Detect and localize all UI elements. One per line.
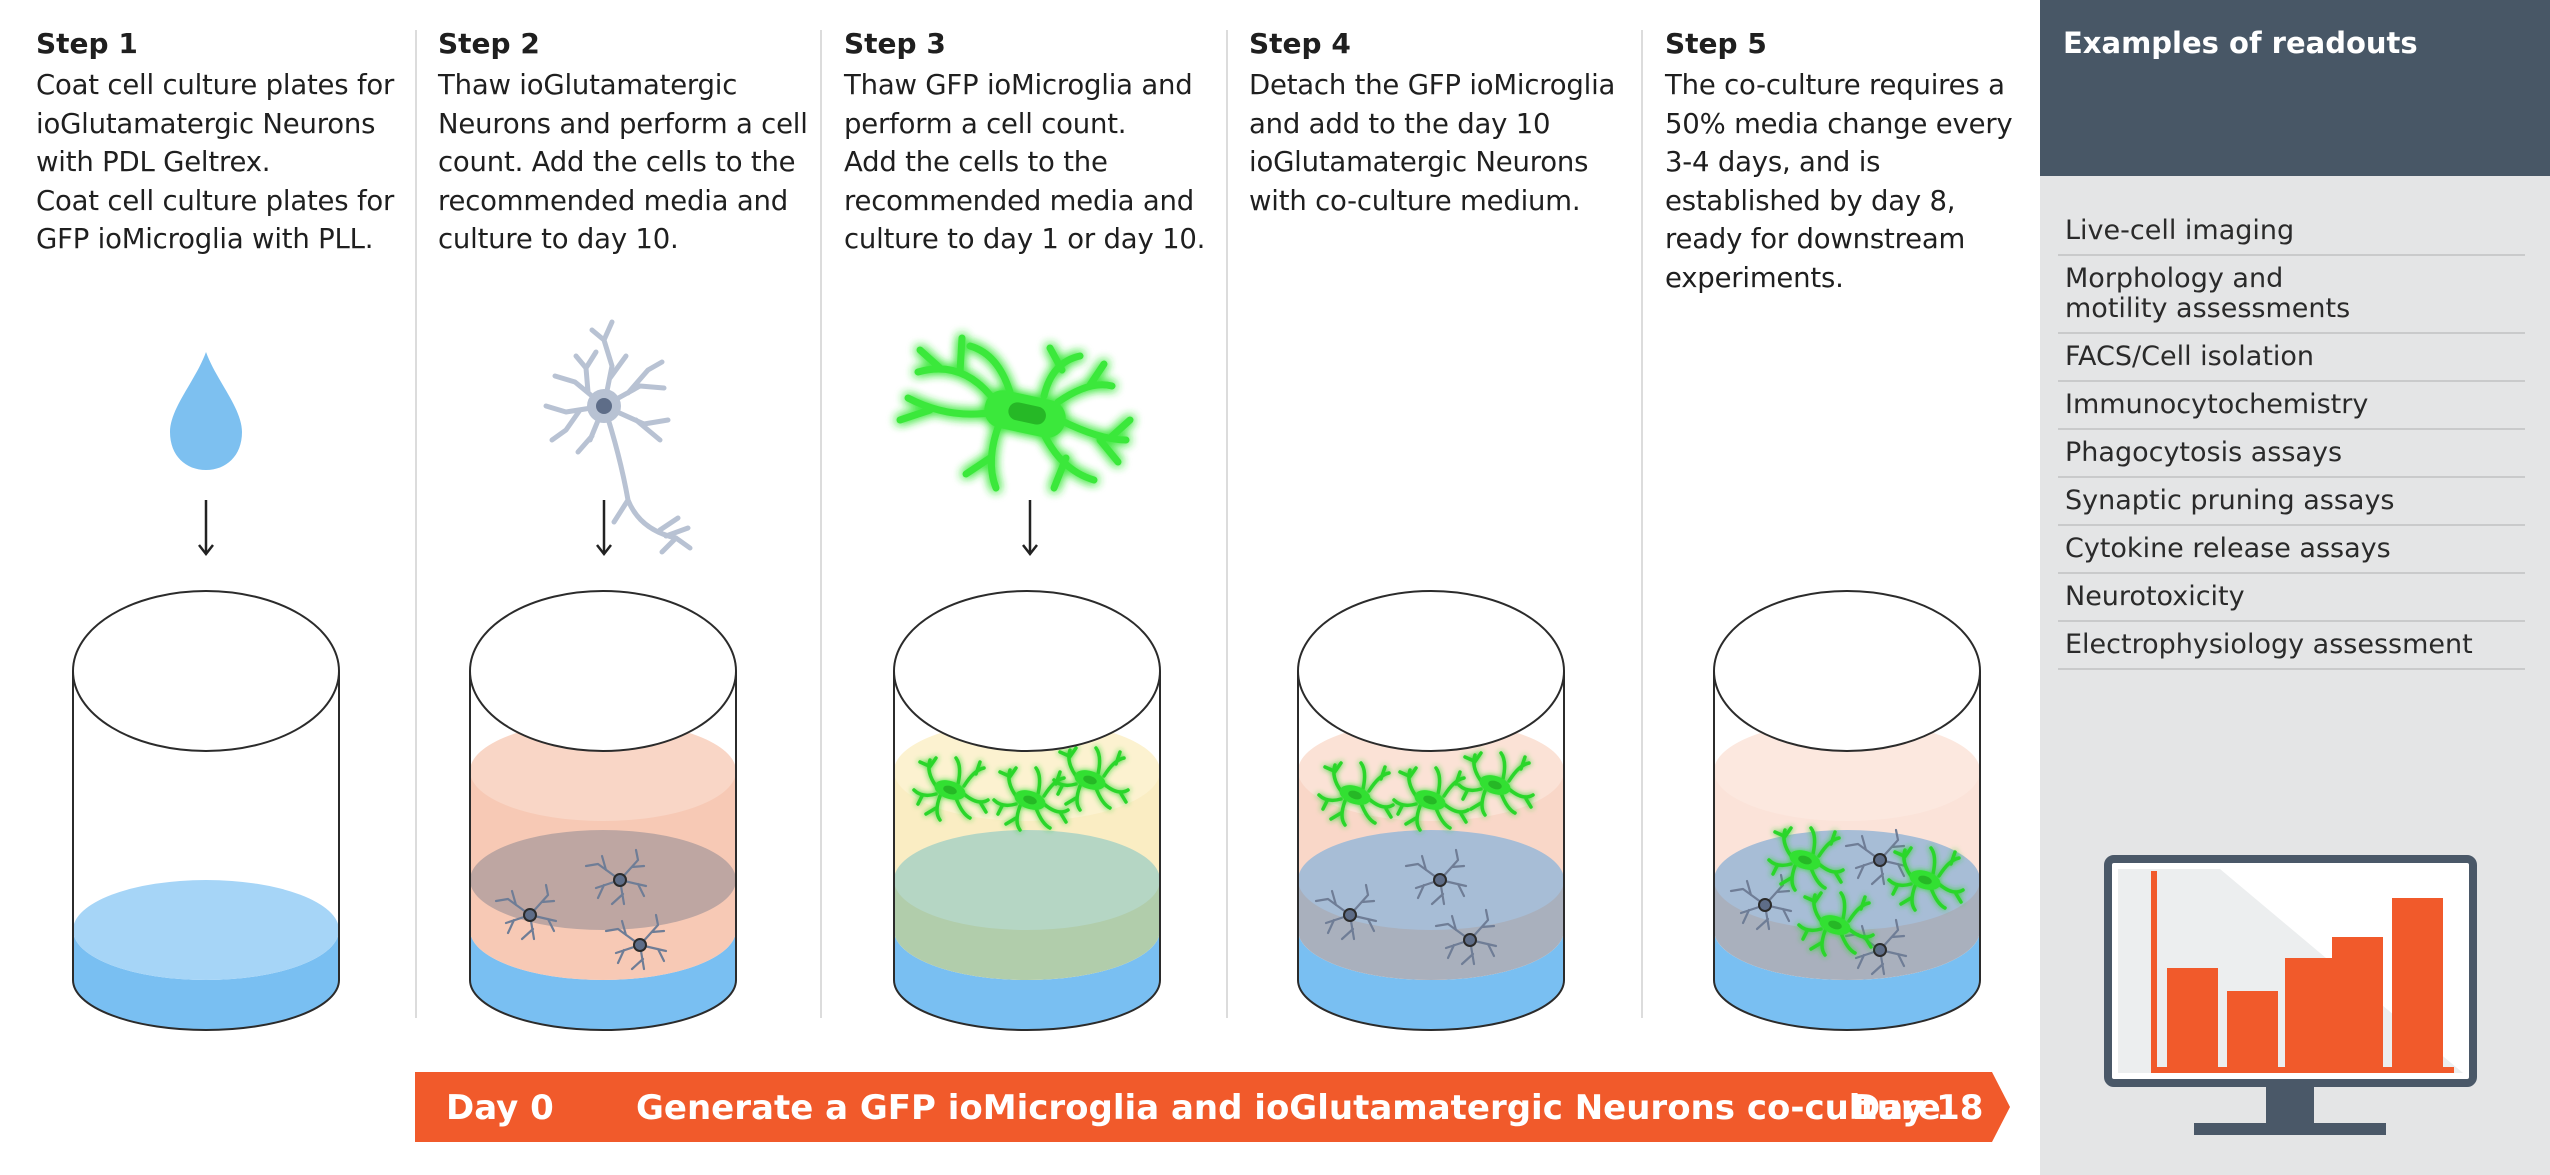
arrow-down-icon	[198, 500, 214, 557]
step-3: Step 3 Thaw GFP ioMicroglia and perform …	[844, 28, 1205, 259]
timeline-end: Day 18	[1852, 1088, 1984, 1128]
arrow-down-icon	[596, 500, 612, 557]
workflow-illustration	[72, 319, 2010, 1142]
step-1: Step 1 Coat cell culture plates for ioGl…	[36, 28, 394, 259]
step-2-description: Thaw ioGlutamatergic Neurons and perform…	[438, 69, 808, 255]
step-3-description: Thaw GFP ioMicroglia and perform a cell …	[844, 69, 1206, 255]
readout-item: Synaptic pruning assays	[2058, 478, 2525, 526]
step-5: Step 5 The co-culture requires a 50% med…	[1665, 28, 2013, 297]
step-3-title: Step 3	[844, 27, 946, 60]
step-2-title: Step 2	[438, 27, 540, 60]
step-4-title: Step 4	[1249, 27, 1351, 60]
arrow-down-icon	[1022, 500, 1038, 557]
readout-item: Immunocytochemistry	[2058, 382, 2525, 430]
readout-item: Phagocytosis assays	[2058, 430, 2525, 478]
beaker-5	[1713, 590, 1981, 1031]
step-1-title: Step 1	[36, 27, 138, 60]
beaker-1	[72, 590, 340, 1031]
readout-item: FACS/Cell isolation	[2058, 334, 2525, 382]
timeline-start: Day 0	[446, 1088, 554, 1128]
readouts-panel: Examples of readouts Live-cell imaging M…	[2040, 0, 2550, 1175]
column-divider	[1226, 30, 1228, 1018]
step-4-description: Detach the GFP ioMicroglia and add to th…	[1249, 69, 1616, 217]
timeline-label: Generate a GFP ioMicroglia and ioGlutama…	[636, 1088, 1941, 1128]
beaker-3	[893, 590, 1161, 1031]
neuron-icon	[543, 319, 693, 555]
readouts-title: Examples of readouts	[2063, 26, 2418, 60]
readout-item: Electrophysiology assessment	[2058, 622, 2525, 670]
beaker-2	[469, 590, 737, 1031]
monitor-bar-chart-icon	[2104, 855, 2477, 1135]
step-5-title: Step 5	[1665, 27, 1767, 60]
step-4: Step 4 Detach the GFP ioMicroglia and ad…	[1249, 28, 1615, 220]
column-divider	[820, 30, 822, 1018]
step-5-description: The co-culture requires a 50% media chan…	[1665, 69, 2013, 294]
readout-item: Cytokine release assays	[2058, 526, 2525, 574]
column-divider	[1641, 30, 1643, 1018]
readouts-header: Examples of readouts	[2040, 0, 2550, 176]
neuron-nucleus	[596, 398, 612, 414]
readouts-list: Live-cell imaging Morphology and motilit…	[2058, 208, 2525, 670]
timeline-banner	[415, 1072, 2010, 1142]
step-2: Step 2 Thaw ioGlutamatergic Neurons and …	[438, 28, 808, 259]
step-1-description: Coat cell culture plates for ioGlutamate…	[36, 69, 395, 255]
readout-item: Live-cell imaging	[2058, 208, 2525, 256]
readout-item: Neurotoxicity	[2058, 574, 2525, 622]
readout-item: Morphology and motility assessments	[2058, 256, 2525, 334]
microglia-icon	[896, 334, 1134, 492]
column-divider	[415, 30, 417, 1018]
droplet-icon	[170, 352, 242, 470]
beaker-4	[1297, 590, 1565, 1031]
